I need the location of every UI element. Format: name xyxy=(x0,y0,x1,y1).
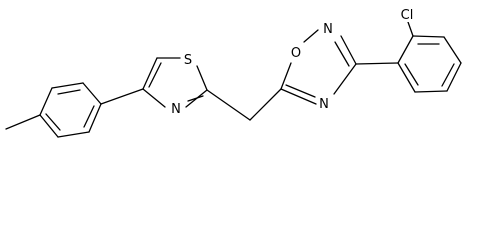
tolyl-benzene-ring xyxy=(39,82,102,138)
atom-label-s: S xyxy=(184,53,192,68)
oxadiazole-ring xyxy=(280,29,357,105)
atom-s: S xyxy=(181,51,195,68)
oxadiazole-aryl-bond xyxy=(355,62,399,65)
thiazole-ring xyxy=(142,57,208,108)
chemical-structure: S N O N N Cl xyxy=(5,6,462,138)
atom-label-n-thiazole: N xyxy=(171,102,181,117)
atom-o: O xyxy=(289,44,303,61)
methyl-group xyxy=(5,114,41,130)
atom-label-n4: N xyxy=(319,97,329,112)
atom-label-n2: N xyxy=(323,22,333,37)
atom-cl: Cl xyxy=(396,6,418,23)
atom-n4-oxadiazole: N xyxy=(317,95,331,112)
chlorine-bond xyxy=(407,21,414,37)
aryl-thiazole-bond xyxy=(100,88,144,105)
atom-n2-oxadiazole: N xyxy=(321,20,335,37)
atom-label-o: O xyxy=(291,46,301,61)
atom-n-thiazole: N xyxy=(169,100,183,117)
chlorophenyl-ring xyxy=(397,35,462,93)
atom-label-cl: Cl xyxy=(401,8,414,23)
methylene-linker xyxy=(206,88,282,121)
